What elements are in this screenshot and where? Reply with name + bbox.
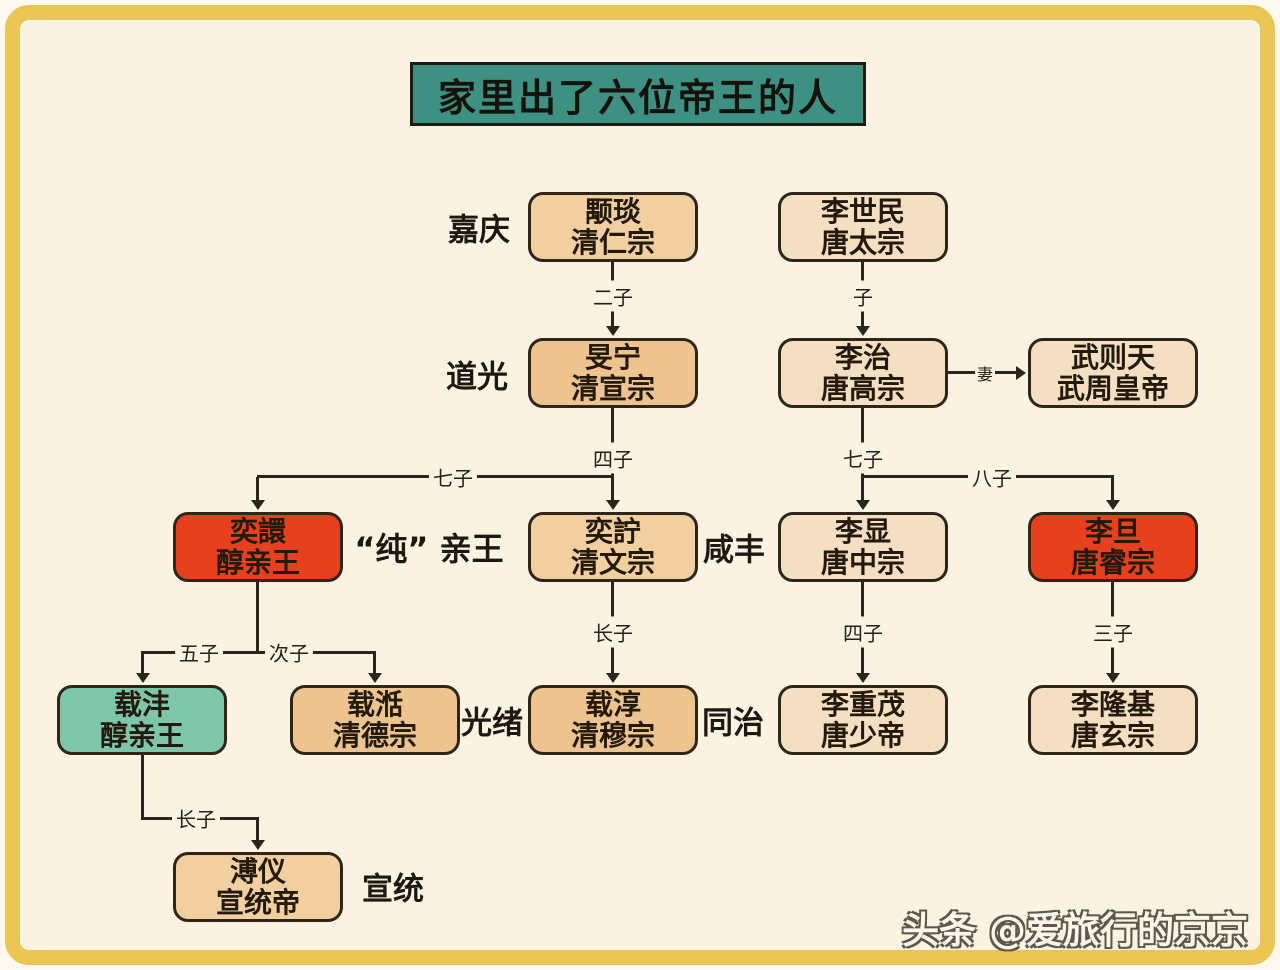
edge-line	[142, 651, 376, 654]
temple-name: 武周皇帝	[1056, 372, 1169, 405]
arrow-down-icon	[606, 326, 620, 336]
edge-line	[861, 477, 864, 503]
watermark-credit: 头条 @爱旅行的京京	[902, 909, 1248, 952]
emperor-name: 载淳	[584, 687, 641, 721]
temple-name: 醇亲王	[215, 546, 300, 579]
emperor-name: 李重茂	[820, 687, 905, 721]
edge-line	[256, 582, 259, 654]
emperor-name: 李世民	[820, 194, 905, 228]
edge-label: 四子	[839, 616, 887, 648]
emperor-name: 载沣	[113, 687, 170, 721]
temple-name: 清德宗	[332, 719, 417, 752]
arrow-down-icon	[856, 500, 870, 510]
arrow-down-icon	[251, 840, 265, 850]
era-label-tongzhi: 同治	[702, 705, 764, 742]
arrow-down-icon	[136, 673, 150, 683]
temple-name: 唐睿宗	[1070, 546, 1155, 579]
emperor-name: 李治	[834, 340, 891, 374]
temple-name: 唐高宗	[820, 372, 905, 405]
node-zaitian: 载湉 清德宗	[290, 685, 460, 755]
node-yongyan: 颙琰 清仁宗	[528, 192, 698, 262]
emperor-name: 旻宁	[584, 340, 641, 374]
diagram-title: 家里出了六位帝王的人	[410, 62, 866, 126]
edge-label: 妻	[974, 360, 996, 386]
edge-line	[141, 755, 144, 820]
edge-label: 子	[849, 280, 877, 312]
edge-label: 五子	[175, 636, 223, 668]
node-puyi: 溥仪 宣统帝	[173, 852, 343, 922]
era-label-jiaqing: 嘉庆	[448, 212, 510, 249]
node-yixuan: 奕譞 醇亲王	[173, 512, 343, 582]
emperor-name: 颙琰	[584, 194, 641, 228]
node-lishimin: 李世民 唐太宗	[778, 192, 948, 262]
emperor-name: 溥仪	[229, 854, 286, 888]
emperor-name: 奕詝	[584, 514, 641, 548]
edge-label: 七子	[429, 461, 477, 493]
era-label-chun-prince: “纯” 亲王	[354, 530, 504, 568]
node-lichongmao: 李重茂 唐少帝	[778, 685, 948, 755]
edge-label: 二子	[589, 280, 637, 312]
node-lizhi: 李治 唐高宗	[778, 338, 948, 408]
edge-label: 四子	[589, 442, 637, 474]
emperor-name: 载湉	[346, 687, 403, 721]
era-label-xuantong: 宣统	[362, 871, 424, 908]
arrow-down-icon	[856, 326, 870, 336]
era-label-daoguang: 道光	[446, 359, 508, 396]
temple-name: 唐少帝	[820, 719, 905, 752]
node-zaifeng: 载沣 醇亲王	[57, 685, 227, 755]
edge-line	[611, 477, 614, 503]
edge-line	[1111, 477, 1114, 503]
edge-line	[373, 651, 376, 675]
edge-label: 八子	[968, 461, 1016, 493]
arrow-right-icon	[1016, 366, 1026, 380]
edge-label: 长子	[589, 616, 637, 648]
temple-name: 唐玄宗	[1070, 719, 1155, 752]
temple-name: 唐太宗	[820, 226, 905, 259]
temple-name: 清文宗	[570, 546, 655, 579]
era-label-xianfeng: 咸丰	[703, 532, 765, 569]
arrow-down-icon	[251, 500, 265, 510]
node-zaichun: 载淳 清穆宗	[528, 685, 698, 755]
temple-name: 清穆宗	[570, 719, 655, 752]
edge-line	[256, 817, 259, 842]
node-minning: 旻宁 清宣宗	[528, 338, 698, 408]
arrow-down-icon	[368, 673, 382, 683]
node-wuzetian: 武则天 武周皇帝	[1028, 338, 1198, 408]
emperor-name: 奕譞	[229, 514, 286, 548]
node-yizhu: 奕詝 清文宗	[528, 512, 698, 582]
edge-line	[256, 477, 259, 503]
arrow-down-icon	[1106, 500, 1120, 510]
edge-label: 次子	[265, 636, 313, 668]
arrow-down-icon	[856, 673, 870, 683]
emperor-name: 李隆基	[1070, 687, 1155, 721]
node-lixian: 李显 唐中宗	[778, 512, 948, 582]
node-lilongji: 李隆基 唐玄宗	[1028, 685, 1198, 755]
edge-label: 长子	[172, 802, 220, 834]
arrow-down-icon	[606, 500, 620, 510]
node-lidan: 李旦 唐睿宗	[1028, 512, 1198, 582]
temple-name: 清仁宗	[570, 226, 655, 259]
temple-name: 唐中宗	[820, 546, 905, 579]
emperor-name: 李旦	[1084, 514, 1141, 548]
era-label-guangxu: 光绪	[461, 705, 523, 742]
edge-line	[141, 651, 144, 675]
temple-name: 清宣宗	[570, 372, 655, 405]
emperor-name: 武则天	[1070, 340, 1155, 374]
arrow-down-icon	[1106, 673, 1120, 683]
edge-label: 三子	[1089, 616, 1137, 648]
temple-name: 醇亲王	[99, 719, 184, 752]
emperor-name: 李显	[834, 514, 891, 548]
temple-name: 宣统帝	[215, 886, 300, 919]
edge-label: 七子	[839, 442, 887, 474]
arrow-down-icon	[606, 673, 620, 683]
